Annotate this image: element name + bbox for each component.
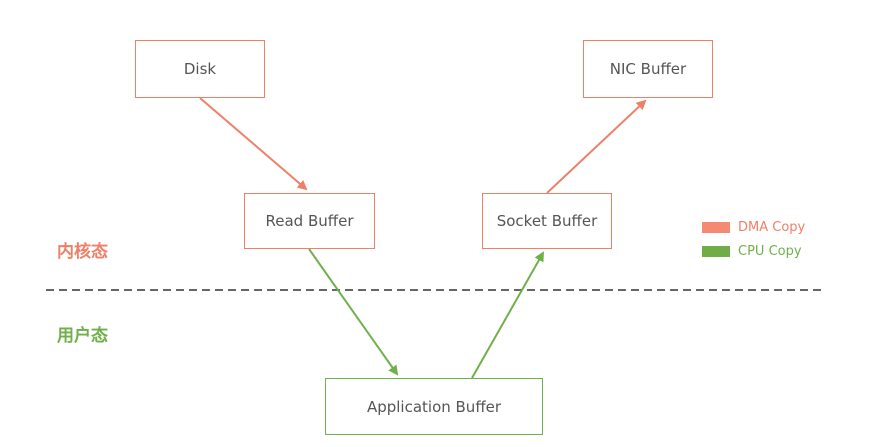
application-buffer-box: Application Buffer bbox=[325, 378, 543, 435]
legend-cpu-copy: CPU Copy bbox=[702, 244, 802, 259]
kernel-space-label: 内核态 bbox=[57, 242, 108, 262]
legend-cpu-label: CPU Copy bbox=[738, 244, 802, 259]
socket-buffer-label: Socket Buffer bbox=[496, 212, 598, 230]
nic-buffer-label: NIC Buffer bbox=[609, 60, 687, 78]
read-buffer-box: Read Buffer bbox=[244, 193, 375, 249]
dma-swatch-icon bbox=[702, 222, 730, 233]
cpu-swatch-icon bbox=[702, 246, 730, 257]
socket-buffer-box: Socket Buffer bbox=[482, 193, 612, 249]
nic-buffer-box: NIC Buffer bbox=[583, 40, 713, 98]
arrow-disk-to-read-buffer bbox=[199, 97, 308, 191]
legend-dma-copy: DMA Copy bbox=[702, 220, 805, 235]
user-space-label: 用户态 bbox=[57, 326, 108, 346]
arrow-application-to-socket-buffer bbox=[471, 251, 544, 379]
disk-label: Disk bbox=[183, 60, 217, 78]
read-buffer-label: Read Buffer bbox=[265, 212, 354, 230]
arrow-read-to-application-buffer bbox=[308, 248, 399, 376]
legend-dma-label: DMA Copy bbox=[738, 220, 806, 235]
disk-box: Disk bbox=[135, 40, 265, 98]
arrow-socket-to-nic-buffer bbox=[546, 99, 647, 194]
application-buffer-label: Application Buffer bbox=[366, 397, 502, 416]
